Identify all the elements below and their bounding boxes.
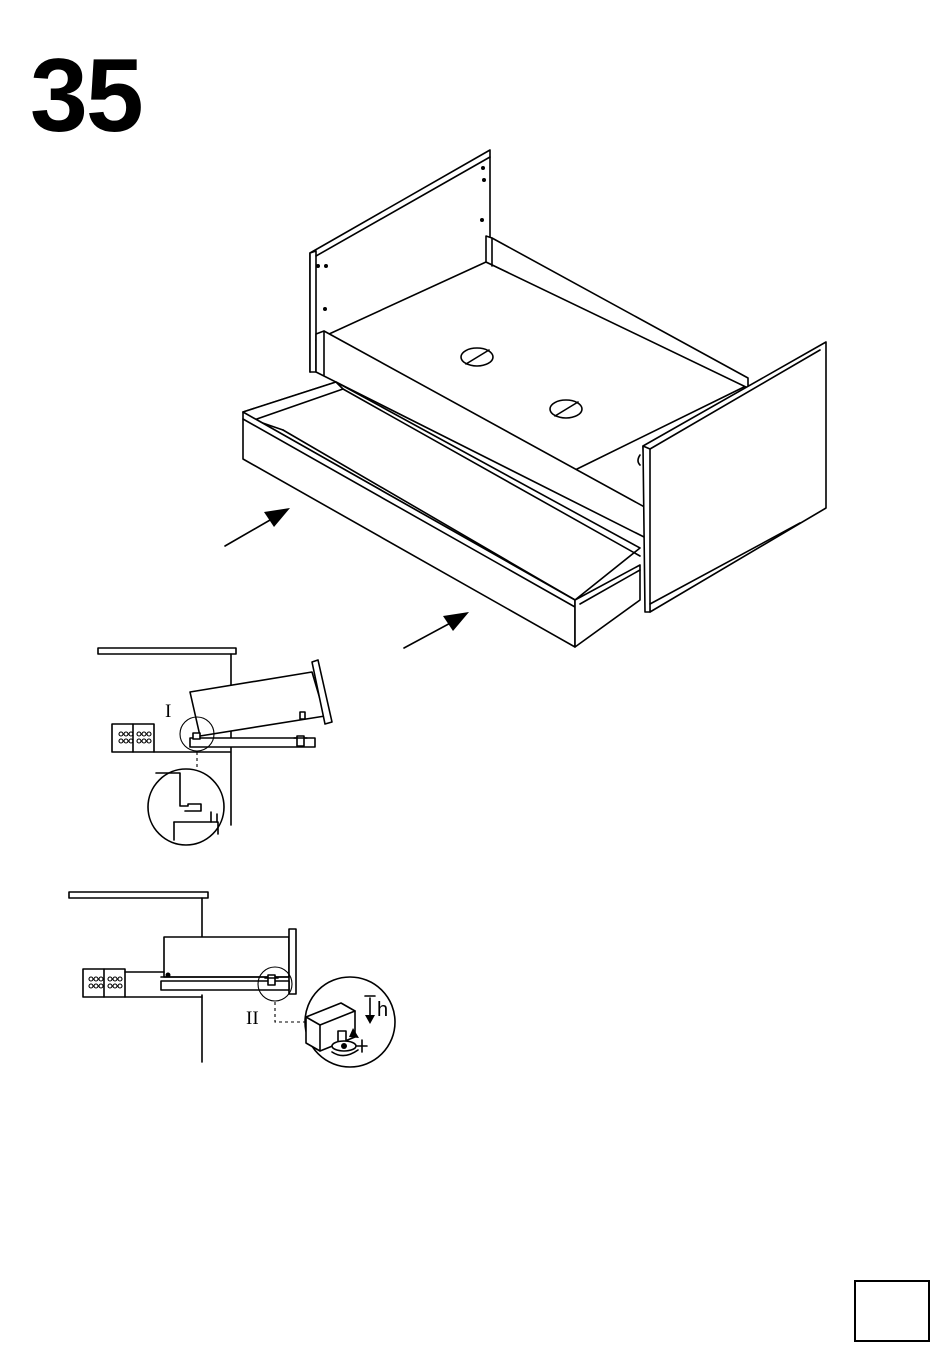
height-label: h xyxy=(377,999,388,1021)
detail-one-label: I xyxy=(165,701,171,722)
detail-one: I xyxy=(98,648,332,845)
detail-two-label: II xyxy=(246,1008,259,1029)
detail-one-zoom xyxy=(148,769,224,845)
detail-two: II h xyxy=(69,892,395,1067)
insert-arrow-left xyxy=(225,508,290,546)
page-number-box xyxy=(854,1280,930,1342)
insert-arrow-right xyxy=(404,612,469,648)
